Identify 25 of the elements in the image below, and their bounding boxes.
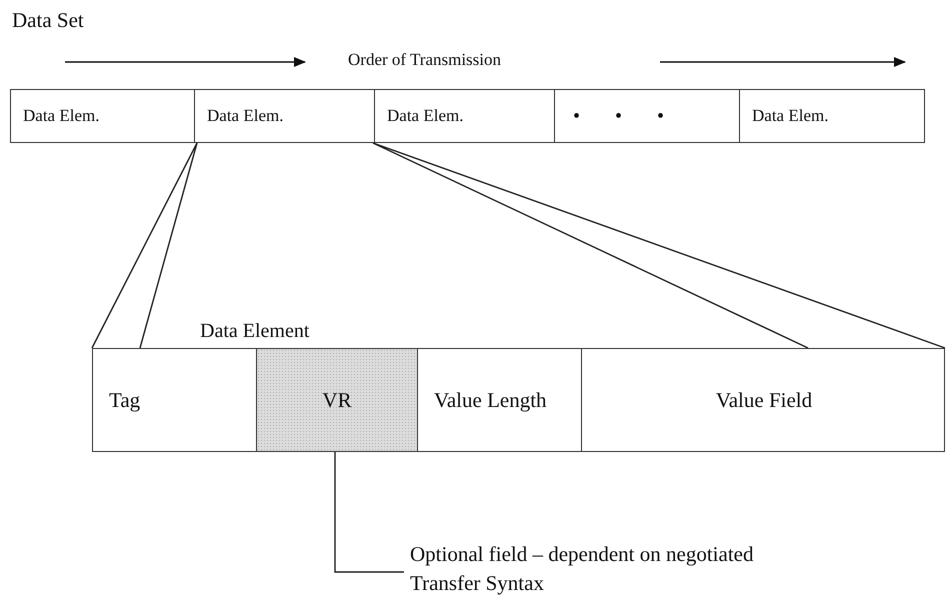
direction-label: Order of Transmission [348, 50, 502, 70]
field-cell [256, 349, 418, 451]
expansion-line [139, 142, 198, 348]
note-text: Optional field – dependent on negotiated Transfer Syntax [410, 540, 755, 599]
cell-label: Data Elem. [23, 106, 100, 126]
sequence-cell [195, 89, 375, 143]
diagram-title: Data Set [12, 8, 84, 33]
sequence-cell [375, 89, 555, 143]
group-heading: Data Element [200, 320, 310, 343]
expansion-line [372, 142, 946, 349]
field-group [92, 320, 945, 452]
leader-line [334, 452, 404, 573]
cell-label: • • • [573, 104, 664, 128]
cell-label: Data Elem. [752, 106, 828, 126]
sequence-cell [10, 89, 195, 143]
expansion-line [91, 142, 198, 348]
expansion-line [372, 142, 808, 349]
field-label: Value Length [434, 386, 547, 414]
field-label: Value Field [716, 386, 812, 414]
cell-label: Data Elem. [207, 106, 284, 126]
sequence-cell [555, 89, 740, 143]
field-label: VR [322, 386, 352, 414]
field-label: Tag [109, 386, 140, 414]
sequence-cell [740, 89, 925, 143]
cell-label: Data Elem. [387, 106, 464, 126]
